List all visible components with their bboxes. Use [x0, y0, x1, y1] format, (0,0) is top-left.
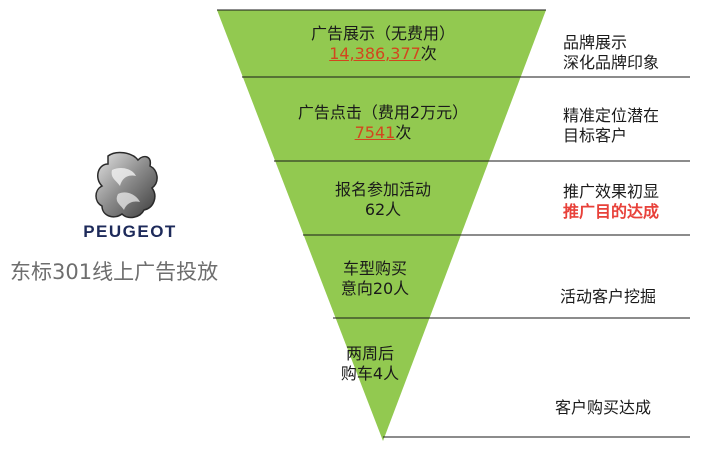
stage-5-label: 两周后: [345, 344, 394, 363]
stage-1-value: 14,386,377次: [256, 44, 510, 64]
peugeot-lion-icon: [95, 151, 158, 219]
stage-2-label: 广告点击（费用2万元）: [297, 103, 469, 122]
stage-4-label: 车型购买: [342, 259, 407, 278]
stage-1-number: 14,386,377: [329, 44, 421, 63]
right-label-2: 精准定位潜在 目标客户: [563, 106, 659, 146]
right-label-5-line1: 客户购买达成: [555, 398, 652, 417]
stage-5-value: 购车4人: [340, 364, 400, 383]
right-label-1-line1: 品牌展示: [563, 33, 628, 52]
stage-2-value: 7541次: [276, 123, 490, 143]
funnel-stage-5: 两周后 购车4人: [320, 344, 420, 384]
stage-2-unit: 次: [395, 123, 412, 142]
right-label-1-line2: 深化品牌印象: [563, 53, 660, 72]
funnel-stage-1: 广告展示（无费用） 14,386,377次: [256, 24, 510, 64]
stage-1-unit: 次: [420, 44, 437, 63]
right-label-2-line2: 目标客户: [563, 126, 628, 145]
right-label-1: 品牌展示 深化品牌印象: [563, 33, 659, 73]
campaign-title: 东标301线上广告投放: [10, 260, 219, 284]
brand-logo-text: PEUGEOT: [83, 222, 177, 241]
stage-4-value: 意向20人: [340, 279, 410, 298]
right-label-3: 推广效果初显 推广目的达成: [563, 182, 659, 222]
stage-1-label: 广告展示（无费用）: [310, 24, 455, 43]
stage-3-label: 报名参加活动: [334, 180, 431, 199]
right-label-3-line1: 推广效果初显: [563, 182, 660, 201]
right-label-5: 客户购买达成: [555, 398, 651, 418]
right-label-3-line2: 推广目的达成: [563, 202, 660, 221]
right-label-2-line1: 精准定位潜在: [563, 106, 660, 125]
right-label-4-line1: 活动客户挖掘: [560, 287, 657, 306]
right-label-4: 活动客户挖掘: [560, 287, 656, 307]
stage-2-number: 7541: [354, 123, 396, 142]
stage-3-value: 62人: [364, 200, 402, 219]
funnel-stage-3: 报名参加活动 62人: [293, 180, 473, 220]
funnel-stage-2: 广告点击（费用2万元） 7541次: [276, 103, 490, 143]
funnel-shape: [217, 10, 546, 441]
funnel-stage-4: 车型购买 意向20人: [310, 259, 440, 299]
